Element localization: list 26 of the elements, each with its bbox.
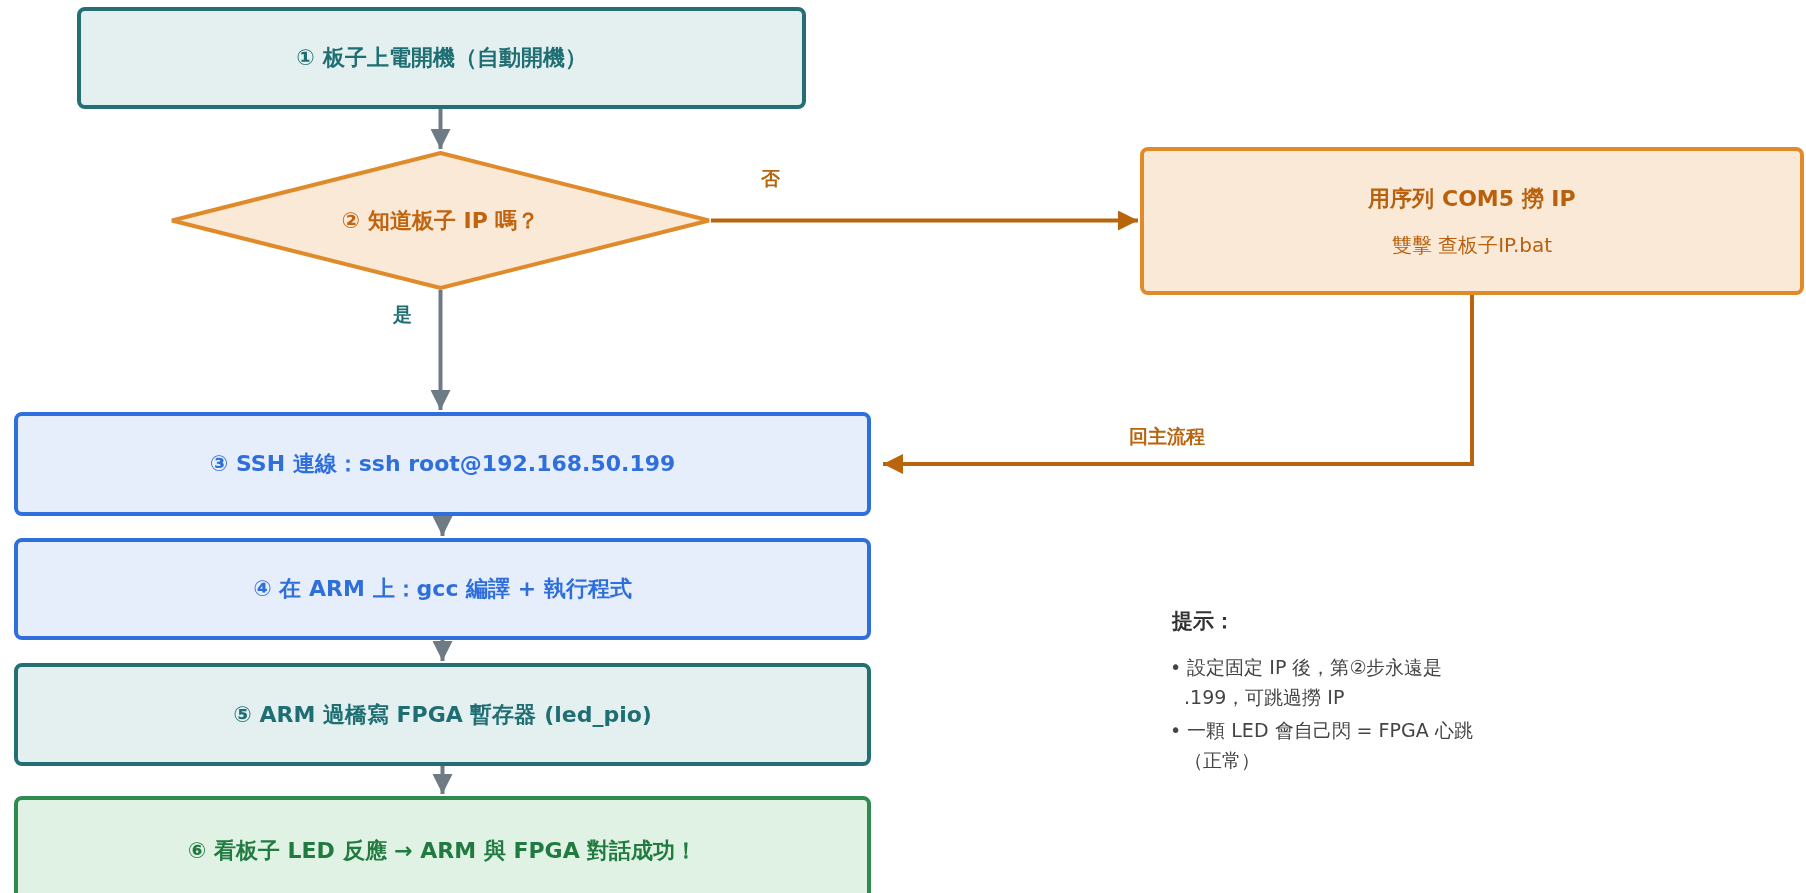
process-box [77,7,806,109]
process-box [1140,147,1804,295]
process-box [14,663,871,766]
box-title: ⑥ 看板子 LED 反應 → ARM 與 FPGA 對話成功！ [187,837,698,865]
process-box [14,412,871,516]
box-title: ③ SSH 連線：ssh root@192.168.50.199 [209,450,676,478]
arrow [430,290,451,410]
arrow [432,766,453,794]
box-title: ④ 在 ARM 上：gcc 編譯 + 執行程式 [253,575,632,603]
arrow [430,109,451,149]
box-title: ⑤ ARM 過橋寫 FPGA 暫存器 (led_pio) [233,700,652,729]
arrow [432,516,453,536]
decision-diamond [170,151,711,290]
arrow [883,295,1474,474]
box-title: ② 知道板子 IP 嗎？ [341,206,540,235]
note-heading: 提示： [1172,608,1235,635]
arrow [432,640,453,661]
box-title: ① 板子上電開機（自動開機） [296,44,587,72]
box-title: 用序列 COM5 撈 IP [1368,184,1576,213]
process-box [14,796,871,893]
box-subtitle: 雙擊 查板子IP.bat [1391,231,1553,259]
note-text: • 設定固定 IP 後，第②步永遠是 .199，可跳過撈 IP [1170,655,1444,710]
process-box [14,538,871,640]
note-text: • 一顆 LED 會自己閃 = FPGA 心跳（正常） [1170,718,1474,773]
arrow [711,210,1138,231]
edge-label: 是 [390,302,415,328]
